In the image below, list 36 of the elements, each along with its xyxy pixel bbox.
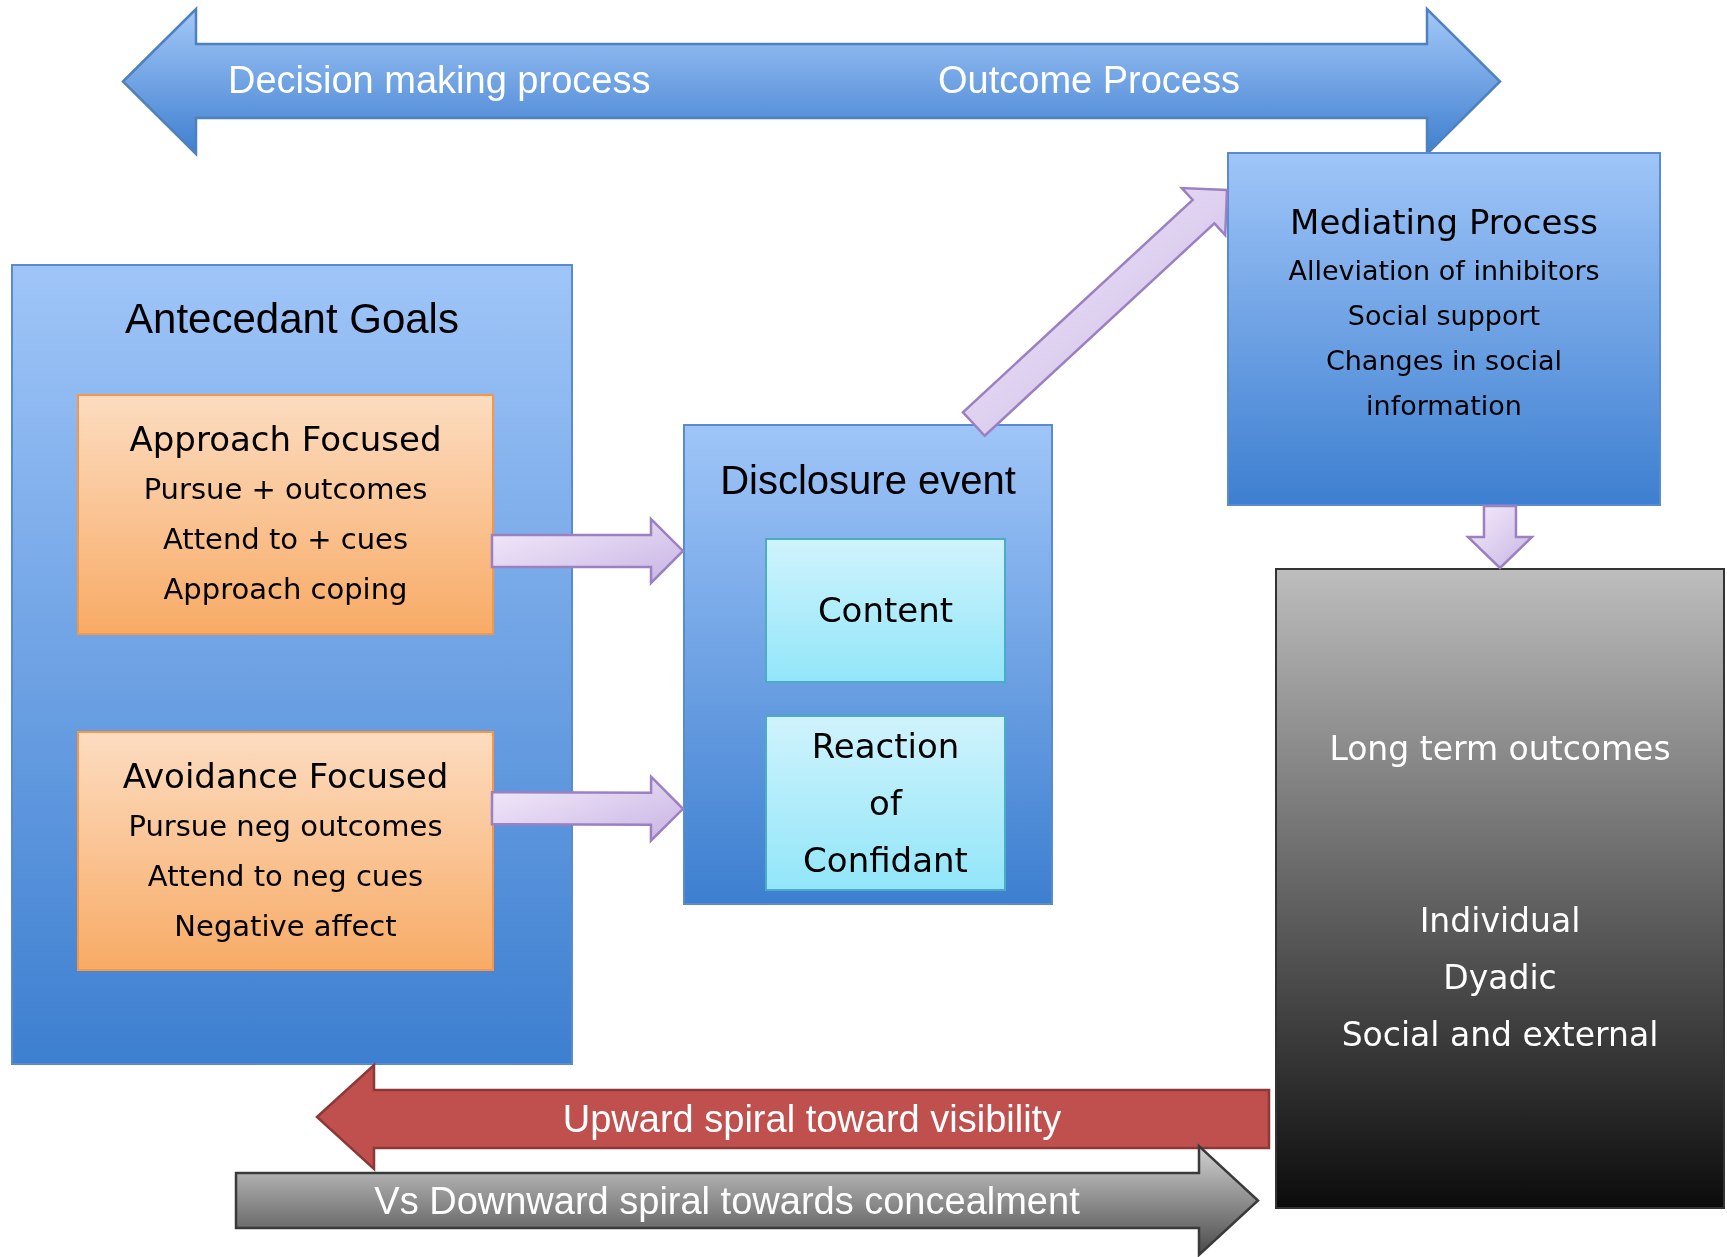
goal-box: [77, 731, 494, 971]
block-arrow: [490, 773, 685, 844]
outcome-item: Dyadic: [1443, 957, 1557, 999]
box-label: Content: [817, 589, 954, 632]
group-box: [683, 424, 1053, 905]
outcome-box: [1275, 568, 1725, 1209]
arrow-text: Vs Downward spiral towards concealment: [373, 1178, 1081, 1224]
process-item: Alleviation of inhibitors: [1288, 254, 1600, 288]
goal-item: Attend to + cues: [162, 521, 408, 558]
outcome-item: Individual: [1419, 900, 1581, 942]
box-heading: Antecedant Goals: [125, 294, 459, 344]
goal-box: [77, 394, 494, 635]
block-arrow: [1464, 504, 1536, 570]
group-box: [11, 264, 573, 1065]
box-heading: Avoidance Focused: [122, 755, 449, 798]
goal-item: Approach coping: [163, 571, 408, 608]
goal-item: Attend to neg cues: [147, 858, 424, 895]
outcome-item: Social and external: [1341, 1014, 1659, 1056]
box-heading: Disclosure event: [720, 457, 1016, 504]
block-arrow: [961, 186, 1229, 438]
process-item: Changes in social information: [1324, 344, 1564, 423]
banner-text: Decision making process: [228, 58, 651, 103]
banner-text: Outcome Process: [938, 58, 1240, 103]
block-arrow: [490, 516, 685, 586]
box-heading: Mediating Process: [1290, 201, 1598, 244]
goal-item: Pursue + outcomes: [143, 471, 428, 508]
box-heading: Approach Focused: [129, 418, 442, 461]
process-item: Social support: [1347, 299, 1541, 333]
process-box: [1227, 152, 1661, 506]
goal-item: Pursue neg outcomes: [128, 808, 443, 845]
component-box: [765, 715, 1006, 891]
component-box: [765, 538, 1006, 683]
goal-item: Negative affect: [174, 908, 397, 945]
arrow-text: Upward spiral toward visibility: [561, 1097, 1063, 1142]
box-heading: Long term outcomes: [1329, 728, 1671, 770]
box-label: Reaction of Confidant: [802, 724, 969, 882]
